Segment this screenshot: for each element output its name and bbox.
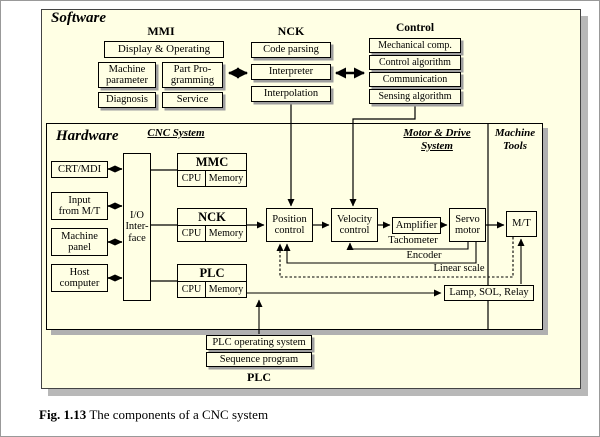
plc-cpu-cell: CPU	[178, 282, 206, 297]
sequence-program-box: Sequence program	[206, 352, 312, 367]
diagnosis-box: Diagnosis	[98, 92, 156, 108]
nck-memory-cell: Memory	[208, 228, 244, 239]
hardware-title: Hardware	[56, 128, 119, 144]
velocity-control-box: Velocity control	[331, 208, 378, 242]
control-algorithm-box: Control algorithm	[369, 55, 461, 70]
interpolation-box: Interpolation	[251, 86, 331, 102]
hardware-box	[46, 123, 543, 330]
plc-operating-system-box: PLC operating system	[206, 335, 312, 350]
mmc-cpu-cell: CPU	[178, 171, 206, 186]
mmi-title: MMI	[147, 24, 175, 38]
plc-section-label: PLC	[247, 370, 271, 384]
control-title: Control	[395, 22, 435, 34]
plc-memory-cell: Memory	[208, 284, 244, 295]
amplifier-box: Amplifier	[392, 217, 441, 234]
encoder-label: Encoder	[406, 250, 442, 261]
display-operating-box: Display & Operating	[104, 41, 224, 58]
plc-module-title: PLC	[178, 265, 246, 282]
service-box: Service	[162, 92, 223, 108]
mmc-module-box: MMC CPU Memory	[177, 153, 247, 187]
nck-title: NCK	[277, 24, 305, 38]
motor-drive-label: Motor & Drive System	[403, 127, 471, 152]
crt-mdi-box: CRT/MDI	[51, 161, 108, 178]
figure-caption-text: The components of a CNC system	[89, 407, 269, 422]
part-programming-box: Part Pro- gramming	[162, 62, 223, 88]
machine-tools-label: Machine Tools	[494, 127, 536, 152]
nck-module-title: NCK	[178, 209, 246, 226]
machine-parameter-box: Machine parameter	[98, 62, 156, 88]
sensing-algorithm-box: Sensing algorithm	[369, 89, 461, 104]
code-parsing-box: Code parsing	[251, 42, 331, 58]
interpreter-box: Interpreter	[251, 64, 331, 80]
communication-box: Communication	[369, 72, 461, 87]
figure-caption: Fig. 1.13 The components of a CNC system	[39, 407, 268, 423]
mmc-memory-cell: Memory	[208, 173, 244, 184]
host-computer-box: Host computer	[51, 264, 108, 292]
position-control-box: Position control	[266, 208, 313, 242]
nck-cpu-cell: CPU	[178, 226, 206, 241]
servo-motor-box: Servo motor	[449, 208, 486, 242]
nck-module-box: NCK CPU Memory	[177, 208, 247, 242]
machine-panel-box: Machine panel	[51, 228, 108, 256]
mmc-module-title: MMC	[178, 154, 246, 171]
software-title: Software	[51, 10, 107, 26]
lamp-sol-relay-box: Lamp, SOL, Relay	[444, 285, 534, 301]
cnc-system-label: CNC System	[147, 127, 205, 139]
input-from-mt-box: Input from M/T	[51, 192, 108, 220]
linear-scale-label: Linear scale	[433, 263, 485, 274]
mechanical-comp-box: Mechanical comp.	[369, 38, 461, 53]
mt-box: M/T	[506, 211, 537, 237]
io-interface-box: I/O Inter- face	[123, 153, 151, 301]
figure-number: Fig. 1.13	[39, 407, 87, 422]
plc-module-box: PLC CPU Memory	[177, 264, 247, 298]
tachometer-label: Tachometer	[388, 235, 438, 246]
